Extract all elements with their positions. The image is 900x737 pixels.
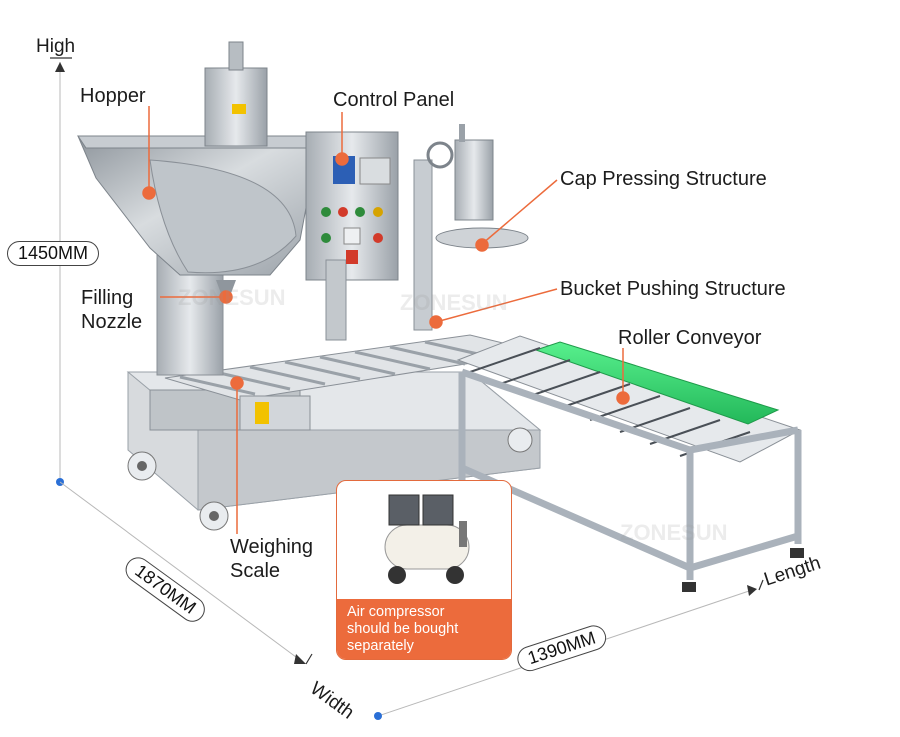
air-compressor-image xyxy=(384,494,470,584)
height-axis-label: High xyxy=(36,36,76,57)
watermark: ZONESUN xyxy=(178,285,286,310)
callout-cap-pressing: Cap Pressing Structure xyxy=(560,168,767,190)
callout-weighing-scale-line1: Weighing xyxy=(230,536,314,558)
cap-pressing-assembly xyxy=(413,124,529,331)
note-line-2: should be bought xyxy=(347,621,459,637)
callout-filling-nozzle-line2: Nozzle xyxy=(81,311,143,333)
air-compressor-note-text: Air compressor should be bought separate… xyxy=(337,599,511,659)
width-dimension-line xyxy=(59,481,313,665)
height-value-badge: 1450MM xyxy=(7,241,100,266)
callout-weighing-scale-line2: Scale xyxy=(230,560,281,582)
watermark: ZONESUN xyxy=(620,520,728,545)
height-dimension-line xyxy=(50,57,72,486)
callout-control-panel: Control Panel xyxy=(333,89,455,111)
callout-bucket-pushing: Bucket Pushing Structure xyxy=(560,278,786,300)
callout-hopper: Hopper xyxy=(80,85,146,107)
callout-leaders xyxy=(142,106,630,534)
note-line-1: Air compressor xyxy=(347,604,445,620)
note-line-3: separately xyxy=(347,638,414,654)
filling-roller-bed xyxy=(164,334,541,431)
callout-filling-nozzle-line1: Filling xyxy=(81,287,134,309)
air-compressor-note: Air compressor should be bought separate… xyxy=(336,480,512,660)
callout-roller-conveyor: Roller Conveyor xyxy=(618,327,762,349)
watermark: ZONESUN xyxy=(400,290,508,315)
control-panel-box xyxy=(305,131,399,341)
